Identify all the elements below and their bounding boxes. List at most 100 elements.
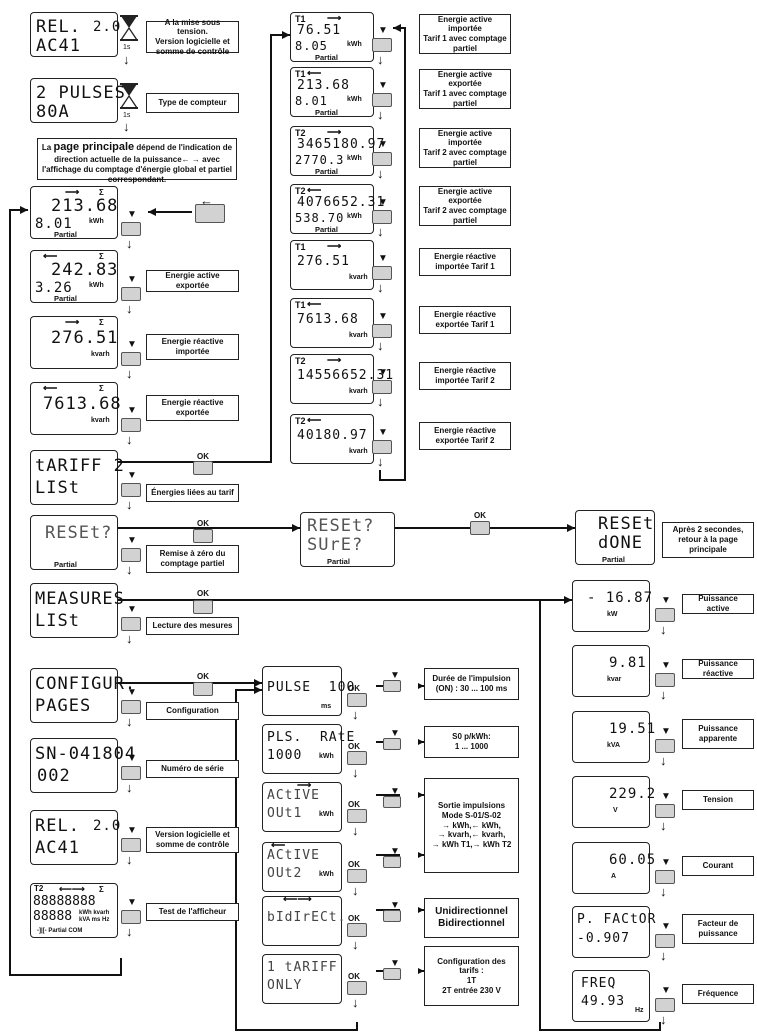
lcd-boot-version: REL. 2.0 AC41 [30, 12, 120, 57]
ok-button[interactable] [347, 809, 367, 823]
down-triangle-icon: ▼ [661, 791, 671, 802]
left-arrow-icon: ← [200, 193, 213, 208]
down-button[interactable] [655, 804, 675, 818]
down-button[interactable] [372, 380, 392, 394]
down-button[interactable] [383, 680, 401, 692]
down-arrow-icon: ↓ [126, 432, 133, 447]
down-triangle-icon: ▼ [127, 753, 137, 764]
lcd-text: PAGES [35, 696, 92, 716]
down-button[interactable] [372, 210, 392, 224]
lcd-partial: Partial [327, 557, 350, 566]
label-tariff-5: Energie réactive importée Tarif 1 [419, 248, 511, 276]
lcd-text: 1 tARIFF [267, 960, 338, 975]
lcd-text: 1000 [267, 748, 303, 763]
tariff-tag: T2 [295, 128, 306, 138]
lcd-value: 3465180.97 [297, 137, 386, 152]
lcd-unit: kvarh [91, 417, 110, 424]
down-button[interactable] [121, 766, 141, 780]
main-page-note: La page principale dépend de l'indicatio… [37, 138, 237, 184]
down-button[interactable] [121, 548, 141, 562]
hourglass-icon [119, 15, 139, 41]
import-arrow-icon: ⟶ [327, 127, 342, 138]
label-measure-6: Facteur de puissance [682, 914, 754, 944]
down-arrow-icon: ↓ [352, 995, 359, 1010]
lcd-value: 9.81 [609, 655, 647, 671]
tariff-tag: T2 [34, 884, 44, 893]
down-button[interactable] [655, 998, 675, 1012]
down-button[interactable] [383, 796, 401, 808]
ok-button[interactable] [347, 981, 367, 995]
label-reset: Remise à zéro du comptage partiel [146, 545, 239, 573]
down-button[interactable] [121, 222, 141, 236]
down-button[interactable] [372, 266, 392, 280]
down-button[interactable] [383, 738, 401, 750]
lcd-text: PULSE 100 [267, 680, 356, 695]
down-button[interactable] [372, 38, 392, 52]
down-button[interactable] [655, 870, 675, 884]
down-button[interactable] [372, 440, 392, 454]
down-arrow-icon: ↓ [660, 753, 667, 768]
down-button[interactable] [383, 968, 401, 980]
down-button[interactable] [121, 910, 141, 924]
down-button[interactable] [121, 287, 141, 301]
label-measure-3: Puissance apparente [682, 719, 754, 749]
delay-label: 1s [123, 44, 131, 51]
lcd-text: SUrE? [307, 535, 364, 555]
lcd-value: 229.2 [609, 786, 657, 802]
lcd-value: 14556652.31 [297, 368, 395, 383]
down-button[interactable] [372, 152, 392, 166]
down-button[interactable] [121, 700, 141, 714]
down-button[interactable] [655, 673, 675, 687]
down-button[interactable] [383, 910, 401, 922]
down-button[interactable] [121, 617, 141, 631]
lcd-text: RESEt? [307, 516, 375, 536]
down-triangle-icon: ▼ [661, 726, 671, 737]
left-button[interactable] [195, 204, 225, 223]
lcd-measure-6: P. FACtOR-0.907 [572, 906, 655, 958]
down-button[interactable] [655, 739, 675, 753]
down-triangle-icon: ▼ [378, 197, 388, 208]
down-button[interactable] [121, 483, 141, 497]
down-arrow-icon: ↓ [126, 631, 133, 646]
lcd-unit: kvarh [349, 274, 368, 281]
down-button[interactable] [655, 934, 675, 948]
down-button[interactable] [655, 608, 675, 622]
down-button[interactable] [121, 352, 141, 366]
lcd-unit: kvarh [349, 448, 368, 455]
import-arrow-icon: ⟶ [327, 355, 342, 366]
label-tariff-8: Energie réactive exportée Tarif 2 [419, 422, 511, 450]
lcd-text: bIdIrECt. [267, 910, 347, 925]
ok-button[interactable] [193, 682, 213, 696]
ok-button[interactable] [193, 529, 213, 543]
ok-button[interactable] [193, 600, 213, 614]
ok-button[interactable] [347, 923, 367, 937]
down-triangle-icon: ▼ [127, 405, 137, 416]
sigma-icon: Σ [99, 885, 104, 894]
down-arrow-icon: ↓ [352, 823, 359, 838]
ok-button[interactable] [347, 693, 367, 707]
export-arrow-icon: ⟵ [43, 251, 58, 262]
down-button[interactable] [383, 856, 401, 868]
ok-button[interactable] [470, 521, 490, 535]
lcd-text: ACtIVE [267, 848, 320, 863]
down-triangle-icon: ▼ [661, 660, 671, 671]
lcd-partial: Partial [54, 294, 77, 303]
down-button[interactable] [372, 93, 392, 107]
lcd-version: REL. 2.0 AC41 [30, 810, 120, 865]
ok-button[interactable] [347, 751, 367, 765]
down-button[interactable] [372, 324, 392, 338]
ok-button[interactable] [193, 461, 213, 475]
down-button[interactable] [121, 418, 141, 432]
lcd-tariff-menu: tARIFF 2 LISt [30, 450, 124, 505]
ok-label: OK [348, 742, 360, 751]
down-button[interactable] [121, 838, 141, 852]
ok-button[interactable] [347, 869, 367, 883]
bidir-arrow-icon: ⟵⟶ [59, 884, 85, 894]
lcd-text: 88888888 [33, 894, 96, 909]
ok-label: OK [197, 519, 209, 528]
lcd-reactive-import: ⟶ Σ 276.51 kvarh [30, 316, 118, 369]
